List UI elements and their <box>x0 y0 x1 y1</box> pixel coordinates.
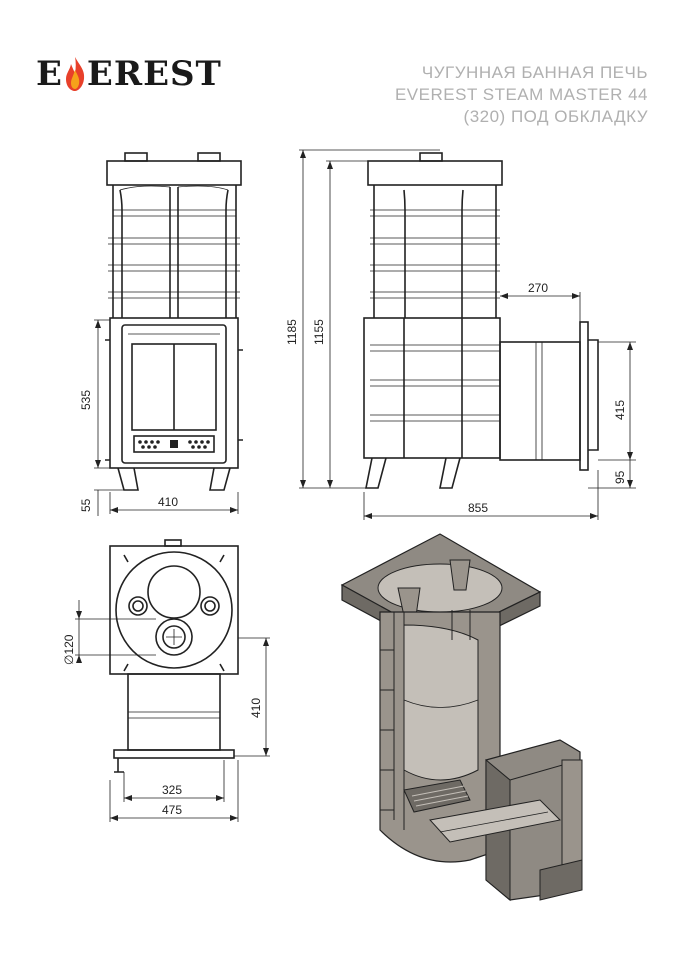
front-cage <box>108 185 240 318</box>
top-body-circle <box>115 551 233 669</box>
side-body-height-label: 1155 <box>312 319 326 345</box>
front-view: 535 55 410 <box>79 152 243 516</box>
top-tunnel-width-label: 325 <box>162 783 182 797</box>
top-port-right <box>200 596 220 616</box>
side-dim-855 <box>363 470 599 520</box>
front-leg-left <box>117 467 139 491</box>
front-pipe-left <box>124 152 148 162</box>
top-total-width-label: 475 <box>162 803 182 817</box>
side-tunnel-offset-label: 95 <box>613 470 627 484</box>
brand-logo: E EREST <box>36 52 222 96</box>
title-line-2: EVEREST STEAM MASTER 44 <box>394 85 648 104</box>
top-dim-120 <box>75 600 156 663</box>
side-pipe <box>419 152 443 162</box>
top-dim-475 <box>109 760 239 822</box>
top-view: ∅120 410 325 475 <box>62 539 270 822</box>
top-dim-410 <box>234 637 270 757</box>
front-leg-label: 55 <box>79 498 93 512</box>
front-door-frame <box>121 324 227 464</box>
side-tunnel-height-label: 415 <box>613 400 627 420</box>
front-top-plate <box>106 160 242 186</box>
side-cage <box>370 185 500 318</box>
top-dim-325 <box>123 760 225 802</box>
product-title: ЧУГУННАЯ БАННАЯ ПЕЧЬ EVEREST STEAM MASTE… <box>395 62 648 128</box>
side-dim-270 <box>500 292 581 322</box>
top-tunnel-face <box>113 749 235 759</box>
title-line-1: ЧУГУННАЯ БАННАЯ ПЕЧЬ <box>421 63 648 82</box>
front-pipe-right <box>197 152 221 162</box>
top-inner-circle <box>147 565 201 619</box>
logo-letters-rest: EREST <box>86 54 222 94</box>
top-pipe-nub <box>164 539 182 547</box>
top-tunnel-length-label: 410 <box>249 698 263 718</box>
side-view: 1185 1155 270 415 95 855 <box>285 149 636 520</box>
front-height-label: 535 <box>79 390 93 410</box>
side-top-plate <box>367 160 503 186</box>
side-dim-95 <box>588 460 636 489</box>
side-dim-1185 <box>299 149 440 489</box>
flame-icon <box>65 57 85 91</box>
title-line-3: (320) ПОД ОБКЛАДКУ <box>463 107 648 126</box>
top-diameter-label: ∅120 <box>62 634 76 665</box>
front-dim-535 <box>94 319 110 469</box>
logo-letter-e: E <box>36 54 63 94</box>
side-tunnel <box>499 321 599 471</box>
front-width-label: 410 <box>158 495 178 509</box>
top-flue-120 <box>155 618 193 656</box>
top-port-left <box>128 596 148 616</box>
cutaway-view <box>340 533 583 902</box>
side-total-height-label: 1185 <box>285 319 299 345</box>
side-leg-back <box>439 457 461 489</box>
side-leg-front <box>365 457 387 489</box>
front-ash-grille <box>133 435 215 453</box>
front-dim-55 <box>94 489 124 516</box>
side-tunnel-depth-label: 270 <box>528 281 548 295</box>
front-leg-right <box>209 467 231 491</box>
side-firebox <box>363 317 501 459</box>
side-total-length-label: 855 <box>468 501 488 515</box>
side-dim-1155 <box>326 160 368 488</box>
front-firebox <box>109 317 239 469</box>
front-dim-410 <box>109 492 239 514</box>
